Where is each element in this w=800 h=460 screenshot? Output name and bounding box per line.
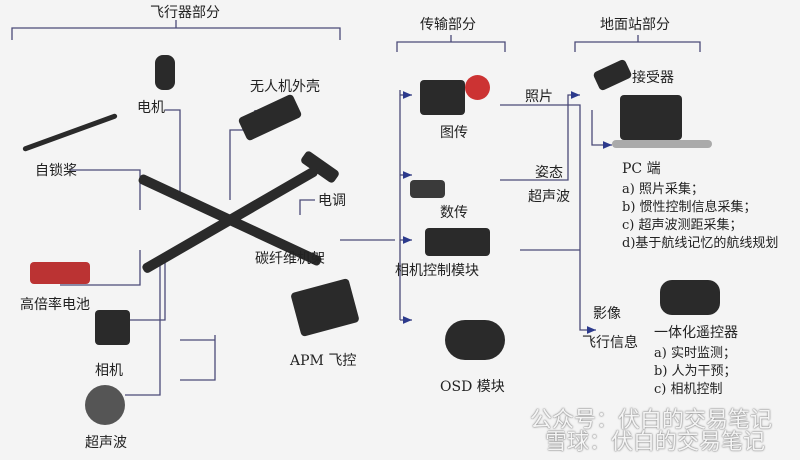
label-video: 图传 bbox=[440, 125, 468, 141]
label-frame: 碳纤维机架 bbox=[255, 251, 325, 267]
rc-item: c) 相机控制 bbox=[654, 382, 723, 397]
section-ground: 地面站部分 bbox=[600, 17, 670, 33]
label-link-image: 影像 bbox=[593, 306, 621, 322]
bracket-transmission bbox=[396, 35, 506, 52]
label-motor: 电机 bbox=[137, 100, 165, 116]
pc-title: PC 端 bbox=[622, 161, 661, 177]
watermark-line2: 雪球：伏白的交易笔记 bbox=[545, 430, 766, 455]
camctrl-image bbox=[425, 228, 490, 256]
rc-item: a) 实时监测； bbox=[654, 346, 736, 361]
label-osd: OSD 模块 bbox=[440, 379, 505, 395]
camera-image bbox=[95, 310, 130, 345]
label-link-attitude: 姿态 bbox=[535, 165, 563, 181]
label-shell: 无人机外壳 bbox=[250, 79, 320, 95]
rc-title: 一体化遥控器 bbox=[654, 325, 738, 341]
section-aircraft: 飞行器部分 bbox=[150, 5, 220, 21]
label-sonar: 超声波 bbox=[85, 435, 127, 451]
pc-item: a) 照片采集； bbox=[622, 182, 704, 197]
pc-item: d)基于航线记忆的航线规划 bbox=[622, 236, 779, 251]
sonar-image bbox=[85, 385, 125, 425]
watermark-line1: 公众号：伏白的交易笔记 bbox=[530, 408, 773, 433]
label-link-sonar: 超声波 bbox=[528, 189, 570, 205]
label-fc: APM 飞控 bbox=[290, 353, 357, 369]
pc-item: c) 超声波测距采集； bbox=[622, 218, 743, 233]
label-camera: 相机 bbox=[95, 363, 123, 379]
label-link-photo: 照片 bbox=[525, 89, 553, 105]
bracket-aircraft bbox=[11, 20, 341, 40]
laptop-image bbox=[620, 95, 682, 140]
motor-image bbox=[155, 55, 175, 90]
remote-controller-image bbox=[660, 280, 720, 315]
laptop-base bbox=[612, 140, 712, 148]
label-propeller: 自锁桨 bbox=[35, 163, 77, 179]
label-esc: 电调 bbox=[318, 193, 346, 209]
data-tx-image bbox=[410, 180, 445, 198]
rc-item: b) 人为干预； bbox=[654, 364, 737, 379]
label-data: 数传 bbox=[440, 205, 468, 221]
label-battery: 高倍率电池 bbox=[20, 297, 90, 313]
label-link-flight: 飞行信息 bbox=[582, 335, 638, 351]
pc-item: b) 惯性控制信息采集； bbox=[622, 200, 757, 215]
video-tx-image bbox=[420, 80, 465, 115]
section-transmission: 传输部分 bbox=[420, 17, 476, 33]
bracket-ground bbox=[574, 35, 701, 52]
battery-image bbox=[30, 262, 90, 284]
label-camctrl: 相机控制模块 bbox=[395, 263, 479, 279]
osd-image bbox=[445, 320, 505, 360]
label-receiver: 接受器 bbox=[632, 70, 674, 86]
antenna-image bbox=[465, 75, 490, 100]
